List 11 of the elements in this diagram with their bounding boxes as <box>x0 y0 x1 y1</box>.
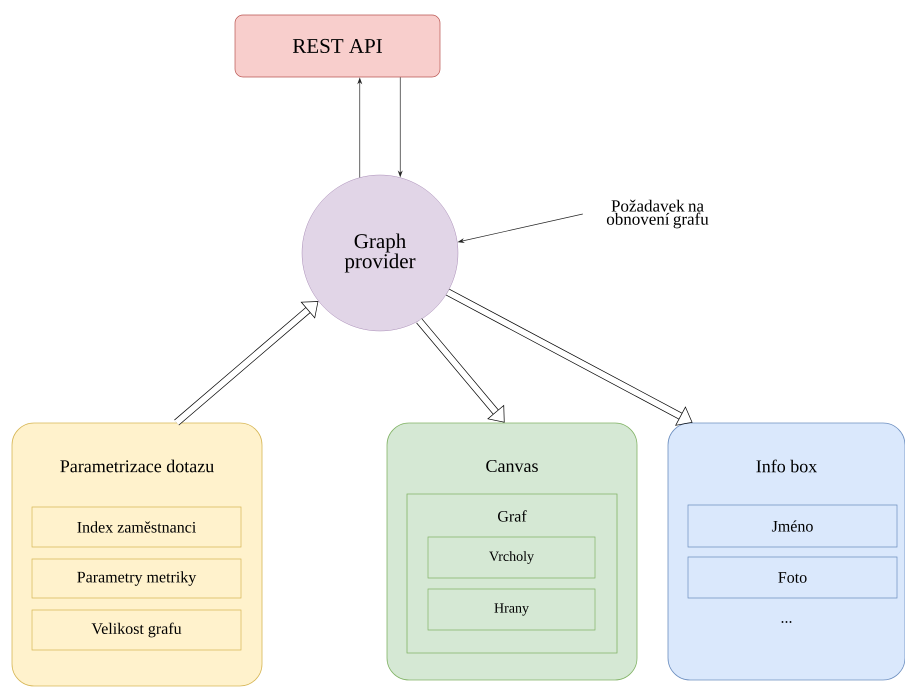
item-box: Jméno <box>688 504 898 548</box>
arrow <box>174 301 318 426</box>
request-text: Požadavek na obnovení grafu <box>606 200 708 228</box>
item-box: Foto <box>688 556 898 598</box>
item-box: Velikost grafu <box>32 610 242 650</box>
item-box: Index zaměstnanci <box>32 506 242 548</box>
api-box: REST API <box>234 14 440 78</box>
item-box: Parametry metriky <box>32 558 242 598</box>
item-box: Vrcholy <box>428 536 596 578</box>
item-box: Hrany <box>428 588 596 630</box>
arrow <box>416 318 505 423</box>
